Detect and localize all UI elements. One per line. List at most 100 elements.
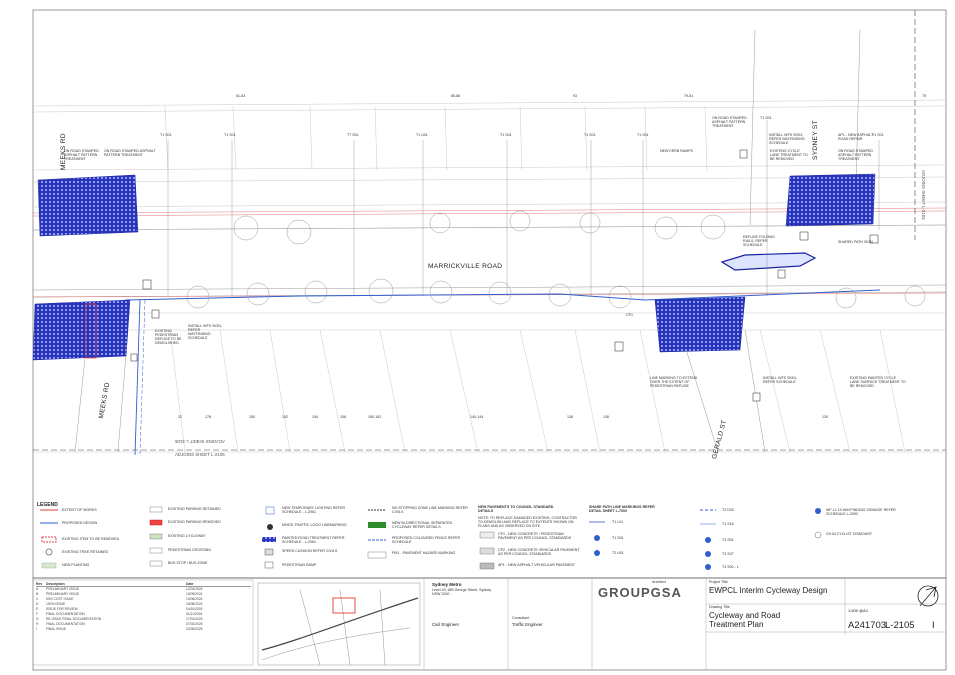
legend-pavements-note: NOTE: TO REPLACE DAMAGED EXISTING, CONTR…	[478, 516, 577, 528]
project-title: EWPCL Interim Cycleway Design	[709, 586, 828, 595]
legend-item: EXISTING PARKING RETAINED	[168, 507, 221, 511]
legend-item: EXTENT OF WORKS	[62, 508, 97, 512]
legend-item: T3 S07	[722, 552, 734, 556]
amend-cell: 22/05/2025	[186, 627, 203, 631]
amend-header: Rev Description Date	[36, 582, 251, 587]
legend-item: PEDESTRIAN RAMP	[282, 563, 317, 567]
road-name-sydney: SYDNEY ST	[812, 120, 819, 160]
drawing-number: L-2105	[885, 620, 915, 631]
legend-item: EXISTING TREE RETAINED	[62, 550, 109, 554]
amend-cell: PRELIMINARY ISSUE	[46, 592, 80, 596]
street-number: 140-144	[470, 415, 484, 419]
amend-cell: C	[36, 597, 39, 601]
amend-cell: 50% COST ISSUE	[46, 597, 74, 601]
legend-item: T3 S00 - L	[722, 565, 739, 569]
tree-label: T1 S01	[584, 133, 596, 137]
amend-cell: 10/05/2024	[186, 592, 203, 596]
legend-item: G9.04 CYCLIST DISMOUNT	[826, 532, 873, 536]
drawing-title: Cycleway and Road Treatment Plan	[709, 611, 781, 629]
street-number: 138	[567, 415, 573, 419]
note-ap1-repair: AP1 - NEW ASPHALT ROAD REPAIR	[838, 133, 874, 141]
legend-item: NO STOPPING ZONE LINE MARKING REFER CIVI…	[392, 506, 468, 514]
amend-cell: 14/06/2024	[186, 597, 203, 601]
amend-cell: 17/01/2025	[186, 617, 203, 621]
amend-row: C 50% COST ISSUE 14/06/2024	[36, 597, 251, 602]
legend-item: T2 D03	[722, 508, 734, 512]
treatment-area-sydney	[785, 173, 876, 227]
treatment-area-meeks-bottom	[32, 299, 131, 361]
amend-cell: PRELIMINARY ISSUE	[46, 587, 80, 591]
amend-cell: 07/02/2025	[186, 622, 203, 626]
street-number: 93	[573, 94, 577, 98]
client-address: Level 43, 680 George Street, Sydney NSW …	[432, 588, 492, 596]
note-stamped-right: ON ROAD STAMPED ASPHALT PATTERN TREATMEN…	[838, 149, 873, 161]
amend-cell: 100% ISSUE	[46, 602, 66, 606]
consultant-label: Consultant	[512, 616, 530, 620]
street-number: 160-162	[368, 415, 382, 419]
note-install-signs: INSTALL WFS SIGN, REFER WAYFINDING SCHED…	[769, 133, 805, 145]
note-install-right: INSTALL WFS SIGN, REFER SCHEDULE	[763, 376, 797, 384]
amendments-table: Rev Description Date A PRELIMINARY ISSUE 1…	[36, 582, 251, 632]
legend-pavements-title: NEW PAVEMENTS TO COUNCIL STANDARD DETAIL…	[478, 505, 554, 513]
legend-item: NEW TEMPORARY LIGHTING REFER SCHEDULE - …	[282, 506, 346, 514]
adjoins-bottom-mirror: ADJOINS SHEET L-2105	[175, 438, 225, 444]
civil-engineer-label: Civil Engineer	[432, 622, 460, 627]
legend-item: EXISTING PARKING REMOVED	[168, 520, 221, 524]
note-existing-painted: EXISTING PAINTED CYCLE LANE SURFACE TREA…	[850, 376, 906, 388]
legend-item: PM1 - PAVEMENT HAZARD MARKING	[392, 551, 456, 555]
note-sydney-top: ON ROAD STAMPED ASPHALT PATTERN TREATMEN…	[712, 116, 747, 128]
legend-item: NEW BI-DIRECTIONAL SEPARATED CYCLEWAY RE…	[392, 521, 453, 529]
adjoins-bottom: ADJOINS SHEET L-2106	[175, 452, 225, 457]
treatment-area-meeks-top	[37, 174, 139, 237]
drawing-title-label: Drawing Title	[709, 605, 730, 609]
note-refuge: REFUGE FOLDING RAILS, REFER SCHEDULE	[743, 235, 775, 247]
amend-cell: 04/10/2024	[186, 607, 203, 611]
amend-cell: FINAL DOCUMENTATION	[46, 622, 85, 626]
legend-item: CP2 - NEW CONCRETE VEHICULAR PAVEMENT AS…	[498, 548, 580, 556]
amend-cell: ISSUE FOR REVIEW	[46, 607, 78, 611]
tree-label: T1 S01	[760, 116, 772, 120]
amend-cell: FINAL ISSUE	[46, 627, 67, 631]
note-ped-refuge: EXISTING PEDESTRIAN REFUGE TO BE DEMOLIS…	[155, 329, 182, 345]
street-number: 178	[205, 415, 211, 419]
legend-item: EXISTING CYCLEWAY	[168, 534, 206, 538]
tree-label: T1 S01	[500, 133, 512, 137]
legend-item: PAINTED ROAD TREATMENT REFER SCHEDULE - …	[282, 536, 345, 544]
tree-label: T1 S01	[160, 133, 172, 137]
street-number: 136	[603, 415, 609, 419]
treatment-area-gerald	[654, 296, 746, 353]
amend-cell: FINAL DOCUMENTATION	[46, 612, 85, 616]
tree-label: T7 S01	[347, 133, 359, 137]
amend-cell: D	[36, 602, 39, 606]
legend-item: WF-L1 10 WAYFINDING SIGNAGE REFER SCHEDU…	[826, 508, 896, 516]
street-number: 79-81	[684, 94, 694, 98]
street-number: 81-83	[236, 94, 246, 98]
amend-header-cell: Rev	[36, 582, 43, 586]
note-cycle-lane-removed: EXISTING CYCLE LANE TREATMENT TO BE REMO…	[770, 149, 808, 161]
amend-row: A PRELIMINARY ISSUE 12/04/2024	[36, 587, 251, 592]
amend-cell: F	[36, 612, 39, 616]
street-number: 154	[312, 415, 318, 419]
amend-cell: 12/04/2024	[186, 587, 203, 591]
amend-cell: A	[36, 587, 39, 591]
legend-item: EXISTING ITEM TO BE REMOVED	[62, 537, 120, 541]
legend-item: T3 S01	[722, 538, 734, 542]
note-line-marking: LINE MARKING TO EXTEND OVER THE EXTENT O…	[650, 376, 698, 388]
tree-label: T1 S01	[224, 133, 236, 137]
note-meeks-top2: ON ROAD STAMPED ASPHALT PATTERN TREATMEN…	[104, 149, 156, 157]
project-title-label: Project Title	[709, 580, 728, 584]
legend-item: SPEED CUSHION REFER CIVILS	[282, 549, 338, 553]
revision: I	[932, 620, 935, 631]
street-number: 130	[822, 415, 828, 419]
client-name: Sydney Metro	[432, 582, 462, 587]
amend-header-cell: Description	[46, 582, 65, 586]
legend-item: T2 U01	[612, 551, 624, 555]
firm-logo: GROUPGSA	[598, 585, 682, 600]
note-cp1: CP1	[626, 313, 633, 317]
